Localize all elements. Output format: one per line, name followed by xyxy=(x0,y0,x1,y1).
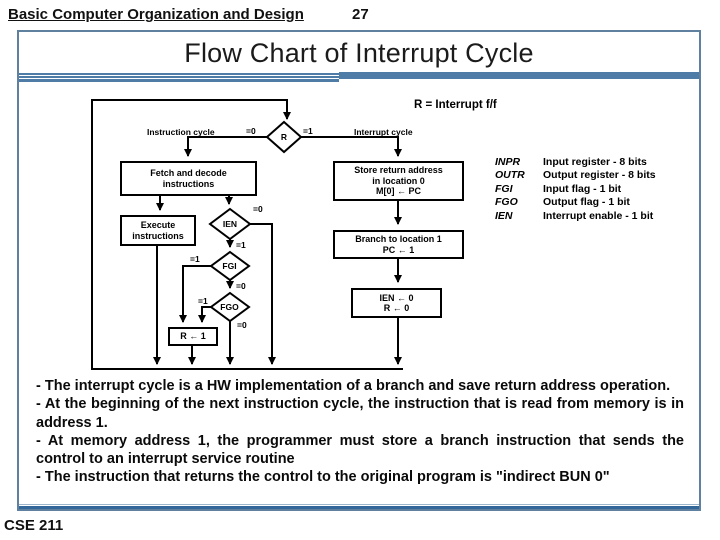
arrow-fgo-eq1-to-rset xyxy=(198,306,211,323)
register-legend: INPR Input register - 8 bits OUTR Output r… xyxy=(495,156,656,223)
fgi-eq0-label: =0 xyxy=(236,281,246,291)
loop-line xyxy=(91,99,403,370)
legend-desc: Output flag - 1 bit xyxy=(543,196,630,209)
accent-triple-lines xyxy=(19,72,339,82)
branch-line2: PC ← 1 xyxy=(382,244,415,255)
fetch-decode-line2: instructions xyxy=(162,178,215,189)
legend-row: INPR Input register - 8 bits xyxy=(495,156,656,169)
note-paragraph: - The instruction that returns the contr… xyxy=(36,469,610,486)
r-diamond xyxy=(265,120,303,154)
legend-abbr: FGI xyxy=(495,182,513,195)
accent-solid-bar xyxy=(338,72,699,82)
branch-line1: Branch to location 1 xyxy=(355,234,442,244)
fetch-decode-line1: Fetch and decode xyxy=(150,168,227,178)
instruction-cycle-label: Instruction cycle xyxy=(147,127,215,137)
set-r-box: R ← 1 xyxy=(168,327,218,346)
slide-title: Flow Chart of Interrupt Cycle xyxy=(184,38,534,68)
course-title: Basic Computer Organization and Design xyxy=(8,6,304,23)
legend-row: OUTR Output register - 8 bits xyxy=(495,169,656,182)
legend-desc: Input flag - 1 bit xyxy=(543,182,622,195)
execute-line1: Execute xyxy=(140,220,176,230)
note-paragraph: - At memory address 1, the programmer mu… xyxy=(36,432,684,468)
note-paragraph: - At the beginning of the next instructi… xyxy=(36,396,684,431)
interrupt-cycle-label: Interrupt cycle xyxy=(354,127,413,137)
store-return-line3: M[0] ← PC xyxy=(376,186,421,197)
fgi-diamond xyxy=(209,250,251,282)
legend-abbr: FGO xyxy=(495,196,518,209)
ien-diamond xyxy=(208,207,252,241)
course-code-footer: CSE 211 xyxy=(4,517,64,534)
ien-eq0-label: =0 xyxy=(253,204,263,214)
clear-ien-r-box: IEN ← 0 R ← 0 xyxy=(351,288,442,318)
clear-ien-line1: IEN ← 0 xyxy=(379,292,414,303)
execute-box: Execute instructions xyxy=(120,215,196,246)
fetch-decode-box: Fetch and decode instructions xyxy=(120,161,257,196)
legend-row: FGO Output flag - 1 bit xyxy=(495,196,656,209)
r-diamond-label: R xyxy=(280,132,288,142)
ien-eq1-label: =1 xyxy=(236,240,246,250)
fgo-diamond-label: FGO xyxy=(220,302,239,312)
legend-desc: Input register - 8 bits xyxy=(543,156,647,168)
set-r-line1: R ← 1 xyxy=(180,331,206,342)
slide-frame: Flow Chart of Interrupt Cycle xyxy=(17,30,701,511)
arrow-ien-eq0-down xyxy=(250,223,276,365)
clear-ien-line2: R ← 0 xyxy=(383,303,410,313)
execute-line2: instructions xyxy=(132,230,184,241)
legend-abbr: INPR xyxy=(495,156,521,168)
legend-row: FGI Input flag - 1 bit xyxy=(495,183,656,196)
fgi-eq1-label: =1 xyxy=(190,254,200,264)
ien-diamond-label: IEN xyxy=(222,219,238,229)
r-eq1-label: =1 xyxy=(303,126,313,136)
fgo-eq0-label: =0 xyxy=(237,320,247,330)
store-return-box: Store return address in location 0 M[0] … xyxy=(333,161,464,201)
arrow-r-to-fetch xyxy=(184,136,267,157)
branch-location1-box: Branch to location 1 PC ← 1 xyxy=(333,230,464,259)
note-paragraph: - The interrupt cycle is a HW implementa… xyxy=(36,378,671,394)
store-return-line2: in location 0 xyxy=(372,175,425,186)
fgo-diamond xyxy=(209,291,251,323)
arrow-r-to-store xyxy=(301,136,402,157)
legend-desc: Interrupt enable - 1 bit xyxy=(543,209,654,222)
legend-desc: Output register - 8 bits xyxy=(543,169,656,182)
r-flipflop-note: R = Interrupt f/f xyxy=(414,99,497,111)
title-accent-rule xyxy=(19,72,699,82)
slide-bottom-rule xyxy=(19,503,699,509)
legend-abbr: IEN xyxy=(495,209,513,222)
page-number: 27 xyxy=(352,6,369,23)
legend-row: IEN Interrupt enable - 1 bit xyxy=(495,210,656,223)
legend-abbr: OUTR xyxy=(495,169,525,182)
notes-block: - The interrupt cycle is a HW implementa… xyxy=(36,377,684,487)
r-eq0-label: =0 xyxy=(246,126,256,136)
store-return-line1: Store return address xyxy=(354,165,443,176)
fgi-diamond-label: FGI xyxy=(222,261,237,271)
fgo-eq1-label: =1 xyxy=(198,296,208,306)
arrow-fgi-eq1-to-rset xyxy=(179,265,211,323)
